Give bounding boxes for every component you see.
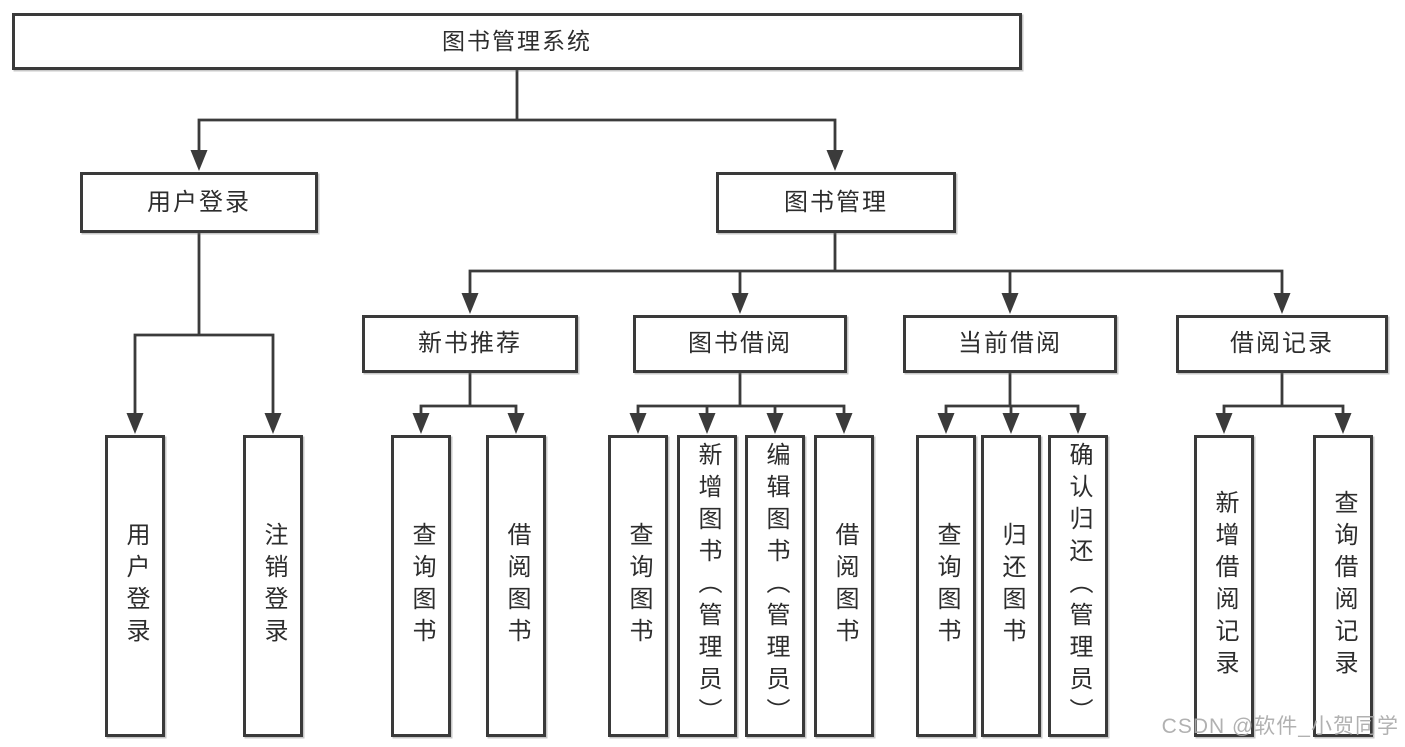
node-user-login: 用户登录 [80,172,318,233]
node-root-label: 图书管理系统 [442,28,592,54]
node-book-borrowing: 图书借阅 [633,315,847,373]
node-book-management: 图书管理 [716,172,956,233]
leaf-records-add-record: 新增借阅记录 [1194,435,1254,737]
branch-book-management [461,231,1291,314]
leaf-current-return-books-label: 归还图书 [998,522,1025,650]
leaf-borrowing-edit-books-admin-label: 编辑图书（管理员） [762,442,789,730]
leaf-borrowing-query-books-label: 查询图书 [625,522,652,650]
leaf-borrowing-edit-books-admin: 编辑图书（管理员） [745,435,805,737]
leaf-recommend-borrow-books: 借阅图书 [486,435,546,737]
leaf-records-add-record-label: 新增借阅记录 [1211,490,1238,682]
leaf-borrowing-query-books: 查询图书 [608,435,668,737]
branch-user-login [126,231,282,434]
branch-root [190,68,844,171]
branch-current-borrowing [937,371,1087,434]
branch-new-book-recommendation [412,371,525,434]
csdn-watermark: CSDN @软件_小贺同学 [1161,715,1399,738]
leaf-records-query-record-label: 查询借阅记录 [1330,490,1357,682]
node-root: 图书管理系统 [12,13,1022,70]
branch-borrowing-records [1215,371,1352,434]
leaf-recommend-query-books-label: 查询图书 [408,522,435,650]
leaf-borrowing-borrow-books: 借阅图书 [814,435,874,737]
node-current-borrowing: 当前借阅 [903,315,1117,373]
leaf-current-confirm-return-admin-label: 确认归还（管理员） [1065,442,1092,730]
leaf-borrowing-add-books-admin-label: 新增图书（管理员） [694,442,721,730]
node-current-borrowing-label: 当前借阅 [958,330,1062,357]
leaf-user-login: 用户登录 [105,435,165,737]
leaf-current-confirm-return-admin: 确认归还（管理员） [1048,435,1108,737]
leaf-user-login-label: 用户登录 [122,522,149,650]
node-new-book-recommendation: 新书推荐 [362,315,578,373]
leaf-current-return-books: 归还图书 [981,435,1041,737]
node-book-borrowing-label: 图书借阅 [688,330,792,357]
leaf-borrowing-borrow-books-label: 借阅图书 [831,522,858,650]
leaf-recommend-query-books: 查询图书 [391,435,451,737]
leaf-records-query-record: 查询借阅记录 [1313,435,1373,737]
branch-book-borrowing [629,371,853,434]
node-user-login-label: 用户登录 [147,188,251,216]
node-borrowing-records: 借阅记录 [1176,315,1388,373]
leaf-recommend-borrow-books-label: 借阅图书 [503,522,530,650]
node-borrowing-records-label: 借阅记录 [1230,330,1334,357]
leaf-logout-label: 注销登录 [260,522,287,650]
leaf-logout: 注销登录 [243,435,303,737]
node-new-book-recommendation-label: 新书推荐 [418,330,522,357]
leaf-borrowing-add-books-admin: 新增图书（管理员） [677,435,737,737]
leaf-current-query-books: 查询图书 [916,435,976,737]
leaf-current-query-books-label: 查询图书 [933,522,960,650]
node-book-management-label: 图书管理 [784,188,888,216]
